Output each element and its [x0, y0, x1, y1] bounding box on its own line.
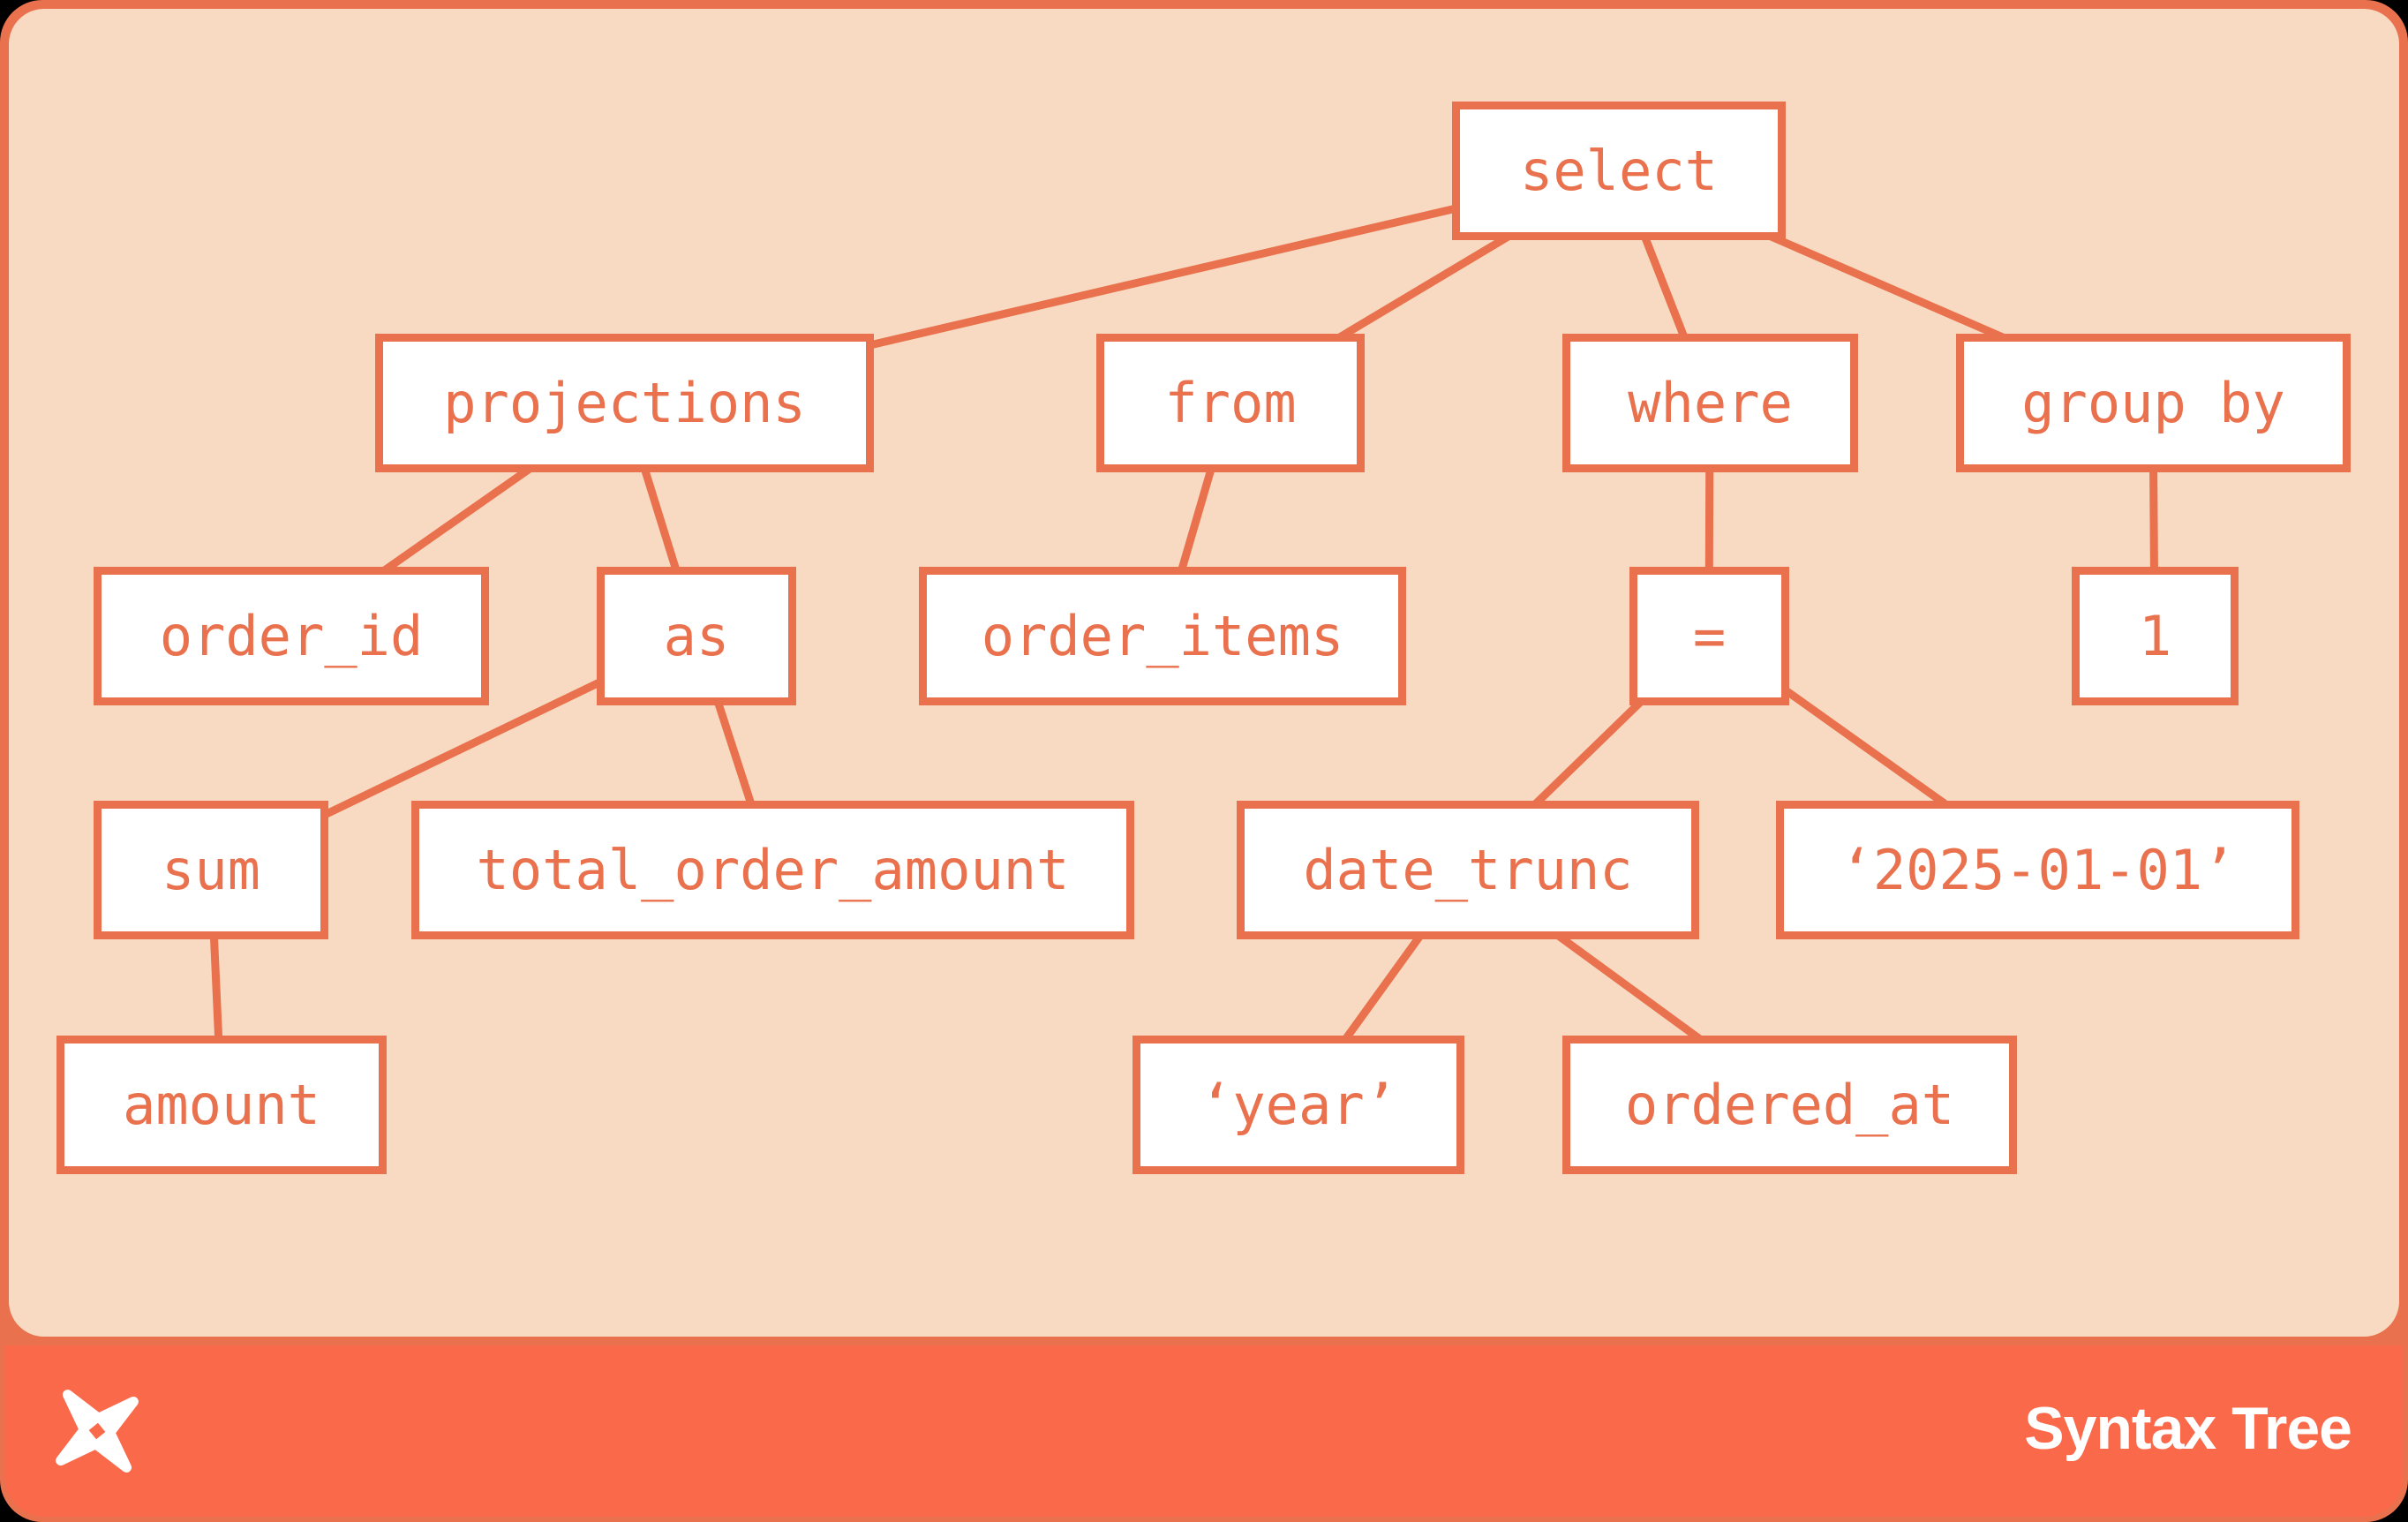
dbt-pinwheel-logo-icon	[56, 1390, 139, 1473]
node-total-order-amount-label: total_order_amount	[476, 837, 1070, 902]
node-order-items-label: order_items	[981, 603, 1344, 668]
node-order-items: order_items	[919, 567, 1406, 705]
node-projections: projections	[375, 334, 874, 472]
node-as-label: as	[663, 603, 730, 668]
node-from-label: from	[1164, 370, 1297, 435]
node-equals-label: =	[1692, 603, 1727, 668]
node-ordered-at-label: ordered_at	[1624, 1072, 1955, 1137]
node-select-label: select	[1520, 138, 1718, 203]
node-equals: =	[1629, 567, 1789, 705]
node-amount: amount	[56, 1036, 387, 1174]
node-date-trunc: date_trunc	[1237, 801, 1699, 939]
node-sum-label: sum	[162, 837, 260, 902]
node-from: from	[1096, 334, 1365, 472]
node-year-literal: ‘year’	[1133, 1036, 1464, 1174]
node-group-by: group by	[1956, 334, 2351, 472]
footer-bar: Syntax Tree	[5, 1345, 2403, 1517]
node-where-label: where	[1628, 370, 1793, 435]
node-group-by-label: group by	[2021, 370, 2285, 435]
node-one-label: 1	[2138, 603, 2172, 668]
node-order-id-label: order_id	[159, 603, 424, 668]
node-ordered-at: ordered_at	[1562, 1036, 2017, 1174]
node-as: as	[597, 567, 796, 705]
node-select: select	[1452, 102, 1786, 240]
node-sum: sum	[94, 801, 328, 939]
node-date-literal-label: ‘2025-01-01’	[1840, 837, 2236, 902]
node-date-trunc-label: date_trunc	[1303, 837, 1633, 902]
node-date-literal: ‘2025-01-01’	[1776, 801, 2299, 939]
node-total-order-amount: total_order_amount	[411, 801, 1134, 939]
footer-brand-title: Syntax Tree	[2024, 1394, 2352, 1462]
node-order-id: order_id	[94, 567, 489, 705]
node-year-literal-label: ‘year’	[1200, 1072, 1397, 1137]
node-projections-label: projections	[443, 370, 806, 435]
node-one: 1	[2072, 567, 2239, 705]
node-where: where	[1562, 334, 1858, 472]
node-amount-label: amount	[123, 1072, 320, 1137]
